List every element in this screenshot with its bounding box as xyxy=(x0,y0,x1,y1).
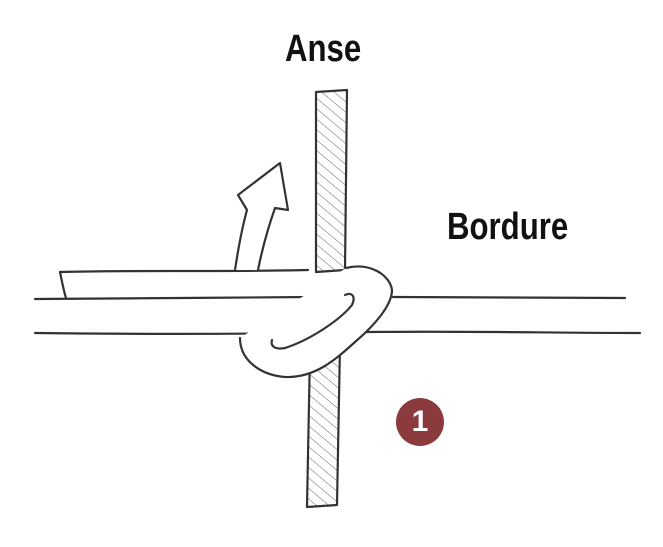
curved-arrow-up-icon xyxy=(233,161,290,272)
edge-strand-mid-right xyxy=(391,295,627,300)
step-badge: 1 xyxy=(396,398,444,446)
edge-strand-top-left xyxy=(58,268,310,274)
edge-strand-mid-left xyxy=(33,295,314,301)
knot-loop-inner xyxy=(270,292,355,350)
loop-strand xyxy=(314,88,349,274)
label-anse: Anse xyxy=(285,28,362,70)
knot-loop-outer xyxy=(238,265,394,379)
label-bordure: Bordure xyxy=(447,206,569,248)
